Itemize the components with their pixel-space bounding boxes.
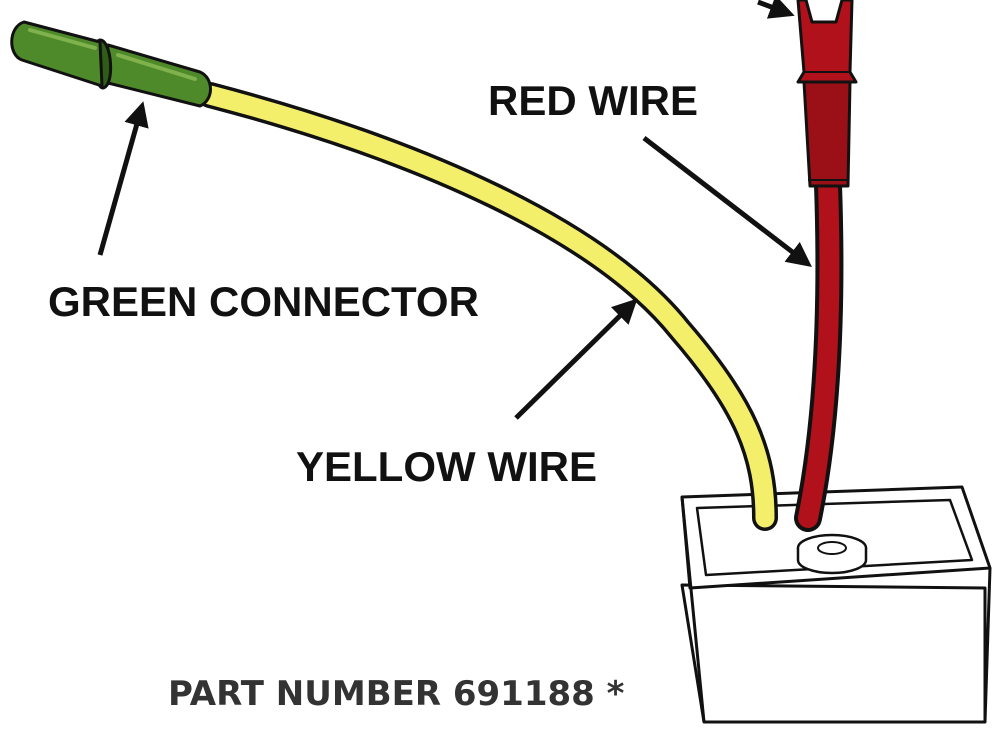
arrow-up-left-icon [514,298,638,420]
red-wire [794,171,844,532]
arrow-down-right-icon [642,136,812,268]
green-connector-label: GREEN CONNECTOR [48,278,479,325]
box-front-face [680,583,987,724]
box-left-edge [680,496,706,723]
green-connector-tip [10,20,104,88]
red-terminal [796,0,858,188]
yellow-wire [197,82,778,531]
yellow-wire-label: YELLOW WIRE [296,443,597,490]
red-wire-label: RED WIRE [488,77,698,124]
box-right-edge [983,567,992,723]
red-wire-fill [798,175,840,528]
regulator-box [680,485,992,724]
part-number-label: PART NUMBER 691188 * [168,674,625,714]
arrow-up-right-icon [757,0,795,19]
terminal-post [796,533,868,575]
yellow-wire-fill [200,85,775,528]
red-terminal-sleeve [802,80,852,188]
green-connector [10,20,212,108]
arrow-up-icon [97,101,149,256]
red-terminal-spade [796,0,858,84]
